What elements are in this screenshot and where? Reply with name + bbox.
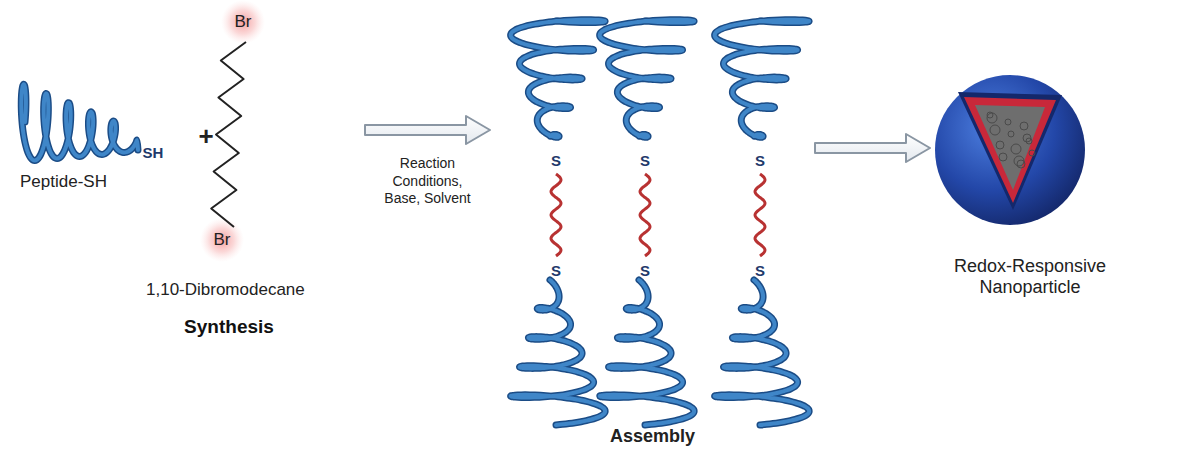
peptide-helix [511,280,605,425]
peptide-helix [511,20,605,137]
process-arrow [815,134,930,162]
node-label: Assembly [494,426,811,448]
decane-linker [640,174,650,256]
alkyl-chain [211,42,246,227]
process-arrow [365,116,490,144]
peptide-helix [600,280,694,425]
bromine-label: Br [214,230,231,250]
bromine-label: Br [235,12,252,32]
peptide-helix [715,280,809,425]
sulfur-label: S [640,152,650,169]
sulfur-label: S [551,152,561,169]
decane-linker [755,174,765,256]
peptide-coil [21,84,138,160]
peptide-helix [715,20,809,137]
sulfur-label: S [755,262,765,279]
sulfur-label: S [551,262,561,279]
nanoparticle [935,75,1085,225]
node-label: Redox-Responsive Nanoparticle [936,256,1124,299]
section-label: Synthesis [184,316,274,338]
sulfur-label: S [755,152,765,169]
plus-sign: + [198,121,213,152]
reagent-node: 1,10-Dibromodecane [142,2,365,304]
assembly-node: Assembly [490,2,815,452]
bromine-glow [200,218,244,262]
node-label: Peptide-SH [20,172,128,192]
edge-label: Reaction Conditions, Base, Solvent [374,154,482,209]
peptide-node: Peptide-SH [10,60,138,202]
sulfur-label: S [640,262,650,279]
peptide-helix [600,20,694,137]
nanoparticle-node: Redox-Responsive Nanoparticle [930,70,1130,305]
node-label: 1,10-Dibromodecane [146,280,361,300]
bromine-glow [221,0,265,44]
thiol-label: SH [143,144,164,161]
decane-linker [551,174,561,256]
